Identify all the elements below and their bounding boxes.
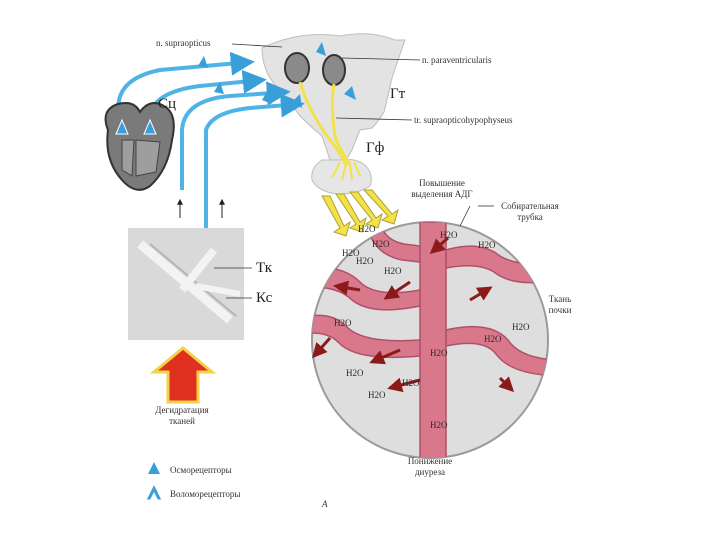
label-n-paraventricularis: n. paraventricularis xyxy=(422,55,492,65)
legend: Осморецепторы Воломорецепторы xyxy=(146,462,240,500)
label-collecting-tube-1: Собирательная xyxy=(501,201,559,211)
h2o-label: H2O xyxy=(372,239,390,249)
h2o-label: H2O xyxy=(334,318,352,328)
label-dehydration-2: тканей xyxy=(169,416,195,426)
h2o-label: H2O xyxy=(484,334,502,344)
label-increase-adh-2: выделения АДГ xyxy=(411,189,472,199)
h2o-label: H2O xyxy=(430,420,448,430)
hypothalamus xyxy=(262,34,405,194)
tissue-block xyxy=(128,228,244,340)
h2o-label: H2O xyxy=(346,368,364,378)
pituitary-gland xyxy=(312,160,372,194)
label-kidney-tissue-2: почки xyxy=(549,305,572,315)
legend-osmoreceptors: Осморецепторы xyxy=(170,465,232,475)
kidney-tissue-magnified: H2O H2O H2O H2O H2O H2O H2O H2O H2O H2O … xyxy=(300,222,556,470)
label-n-supraopticus: n. supraopticus xyxy=(156,38,211,48)
h2o-label: H2O xyxy=(358,224,376,234)
h2o-label: H2O xyxy=(430,348,448,358)
legend-volumoreceptors: Воломорецепторы xyxy=(170,489,240,499)
label-gt: Гт xyxy=(390,86,406,102)
label-increase-adh-1: Повышение xyxy=(419,178,465,188)
label-diuresis-1: Понижение xyxy=(408,456,452,466)
h2o-label: H2O xyxy=(368,390,386,400)
label-tk: Тк xyxy=(256,260,273,276)
osmoreceptor-legend-icon xyxy=(148,462,160,474)
label-kidney-tissue-1: Ткань xyxy=(549,294,571,304)
figure-letter: А xyxy=(321,499,328,509)
h2o-label: H2O xyxy=(478,240,496,250)
paraventricular-nucleus xyxy=(323,55,345,85)
label-tr-supraopticohypophyseus: tr. supraopticohypophyseus xyxy=(414,115,513,125)
label-sts: Сц xyxy=(158,96,176,112)
supraoptic-nucleus xyxy=(285,53,309,83)
h2o-label: H2O xyxy=(402,378,420,388)
label-ks: Кс xyxy=(256,290,273,306)
dehydration-arrow xyxy=(154,348,212,402)
label-dehydration-1: Дегидратация xyxy=(155,405,208,415)
h2o-label: H2O xyxy=(512,322,530,332)
label-collecting-tube-2: трубка xyxy=(517,212,543,222)
label-gf: Гф xyxy=(366,140,385,156)
h2o-label: H2O xyxy=(440,230,458,240)
heart xyxy=(106,103,174,190)
h2o-label: H2O xyxy=(384,266,402,276)
label-diuresis-2: диуреза xyxy=(415,467,445,477)
h2o-label: H2O xyxy=(342,248,360,258)
